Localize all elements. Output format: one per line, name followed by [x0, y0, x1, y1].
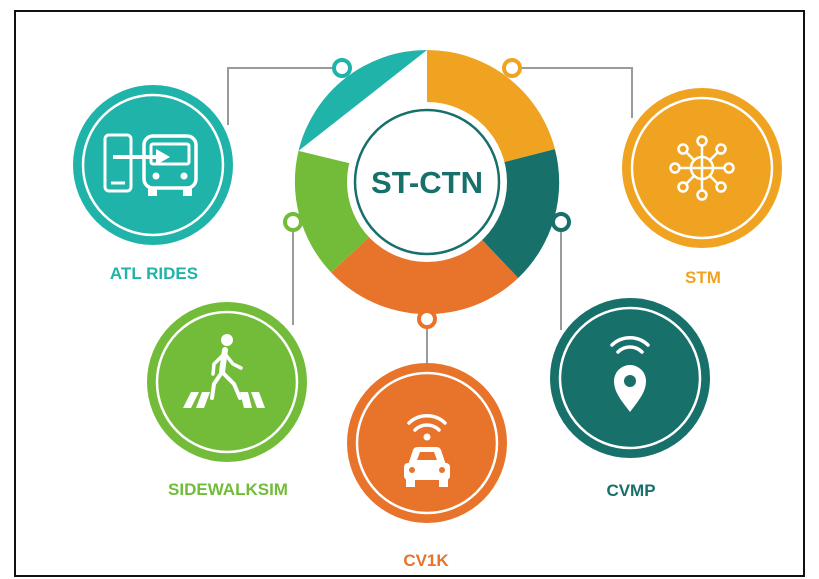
node-sidewalksim-label: SIDEWALKSIM	[168, 480, 288, 499]
node-sidewalksim: SIDEWALKSIM	[147, 302, 307, 499]
node-cvmp-ring	[558, 306, 702, 450]
connector-dot-cvmp	[551, 212, 571, 232]
node-atl-rides: ATL RIDES	[73, 85, 233, 283]
connector-dot-stm	[502, 58, 522, 78]
connector-dot-atl-rides	[332, 58, 352, 78]
node-cv1k-label: CV1K	[403, 551, 449, 570]
pedestrian-crosswalk-icon	[183, 334, 265, 408]
hub-inner-ring	[353, 108, 501, 256]
connector-dot-cv1k	[417, 309, 437, 329]
hub-ring: ST-CTN	[294, 49, 560, 315]
network-hub-icon	[669, 135, 735, 201]
node-cvmp-label: CVMP	[606, 481, 655, 500]
connector-dots	[283, 58, 571, 329]
node-sidewalksim-ring	[155, 310, 299, 454]
hub-title: ST-CTN	[371, 165, 483, 200]
node-cvmp: CVMP	[550, 298, 710, 500]
node-sidewalksim-circle	[147, 302, 307, 462]
connector-dot-sidewalksim	[283, 212, 303, 232]
node-stm-label: STM	[685, 268, 721, 287]
connected-car-icon	[404, 414, 450, 487]
phone-to-bus-icon	[103, 133, 198, 196]
connector-stm	[512, 67, 633, 118]
hub-segment-atl-rides	[298, 49, 427, 151]
node-cv1k: CV1K	[347, 363, 507, 570]
wireless-location-pin-icon	[610, 336, 650, 412]
node-stm-ring	[630, 96, 774, 240]
node-atl-rides-ring	[81, 93, 225, 237]
node-cv1k-ring	[355, 371, 499, 515]
connector-atl-rides	[227, 67, 342, 125]
node-cv1k-circle	[347, 363, 507, 523]
node-stm: STM	[622, 88, 782, 287]
hub-center	[347, 102, 507, 262]
node-atl-rides-label: ATL RIDES	[110, 264, 198, 283]
